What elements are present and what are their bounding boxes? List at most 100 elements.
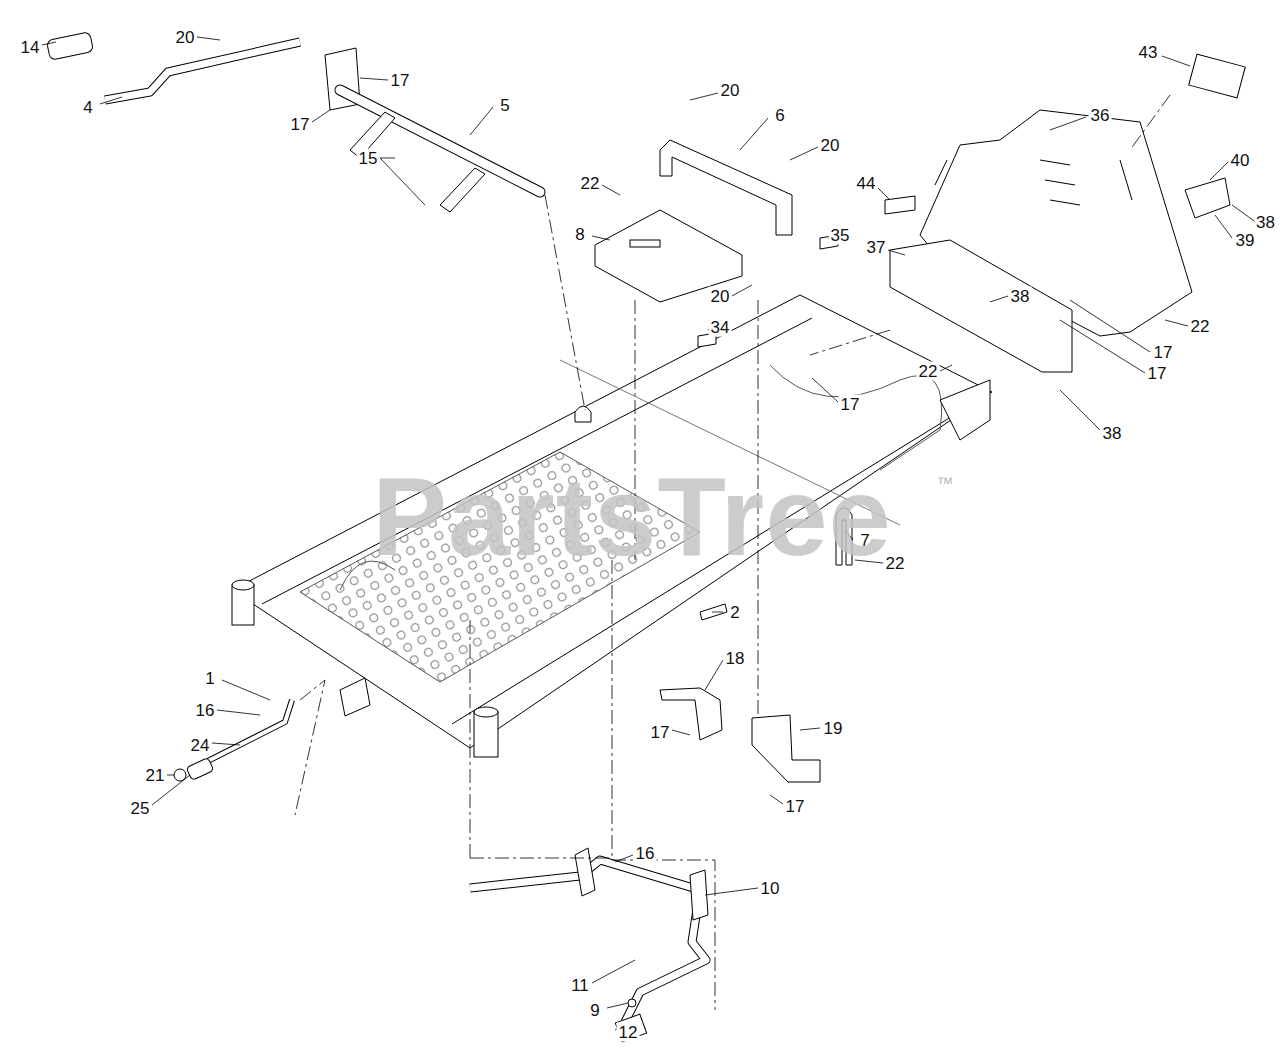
callout-number: 24 — [189, 736, 212, 755]
lever-handle — [615, 1014, 646, 1042]
callout-number: 20 — [709, 287, 732, 306]
callout-number: 17 — [1146, 364, 1169, 383]
callout-number: 43 — [1137, 43, 1160, 62]
leader-line — [705, 888, 758, 895]
rod-end — [186, 758, 214, 781]
plate-slot — [630, 240, 660, 247]
leader-line — [1165, 320, 1188, 326]
bracket — [752, 715, 820, 782]
callout-number: 22 — [917, 362, 940, 381]
front-bracket — [340, 678, 370, 716]
leader-line — [770, 795, 783, 804]
caster-tube — [474, 712, 498, 757]
callout-number: 2 — [728, 603, 741, 622]
rear-rail-end — [940, 380, 990, 440]
callout-number: 22 — [579, 174, 602, 193]
callout-number: 17 — [784, 797, 807, 816]
callout-number: 19 — [822, 719, 845, 738]
callout-number: 40 — [1229, 151, 1252, 170]
callout-number: 10 — [759, 879, 782, 898]
callout-number: 20 — [174, 28, 197, 47]
leader-line — [672, 730, 690, 735]
leader-line — [222, 680, 270, 700]
callout-number: 18 — [724, 649, 747, 668]
brackets — [595, 54, 1245, 782]
leader-line — [888, 250, 905, 255]
mount-plate — [890, 240, 1072, 372]
leader-lines — [42, 37, 1257, 1030]
leader-line — [360, 78, 388, 80]
lever-fill — [105, 42, 300, 100]
callout-number: 36 — [1089, 106, 1112, 125]
shaft — [340, 90, 540, 212]
assembly-line — [295, 680, 325, 815]
assembly-lines — [295, 95, 1170, 1010]
decal — [1189, 54, 1246, 98]
leader-line — [690, 93, 718, 100]
callout-number: 4 — [81, 98, 94, 117]
callout-number: 38 — [1101, 424, 1124, 443]
callout-number: 17 — [839, 395, 862, 414]
lever-grip — [46, 32, 93, 61]
callout-number: 34 — [709, 318, 732, 337]
washer — [628, 999, 636, 1007]
callout-number: 44 — [855, 174, 878, 193]
callout-number: 37 — [865, 238, 888, 257]
leader-line — [592, 960, 635, 983]
shaft-arm — [440, 168, 485, 212]
leader-line — [380, 158, 425, 205]
leader-line — [167, 775, 174, 776]
leader-line — [800, 728, 820, 730]
leader-line — [732, 285, 752, 296]
callout-number: 16 — [634, 844, 657, 863]
leader-line — [470, 107, 493, 135]
shaft-fill — [340, 90, 540, 192]
pivot-mount — [575, 406, 591, 422]
tank-cutout — [770, 365, 942, 470]
callout-number: 16 — [194, 701, 217, 720]
callout-number: 17 — [289, 115, 312, 134]
callout-number: 15 — [357, 149, 380, 168]
leader-line — [1050, 117, 1086, 130]
leader-line — [705, 660, 723, 690]
callout-number: 38 — [1254, 213, 1277, 232]
callout-number: 22 — [1189, 317, 1212, 336]
leader-line — [197, 37, 220, 40]
caster-tube-top — [232, 580, 254, 590]
leader-line — [812, 378, 838, 402]
leader-line — [712, 612, 723, 613]
leader-line — [1070, 300, 1150, 352]
leader-line — [592, 236, 610, 240]
leader-line — [1210, 162, 1228, 180]
callout-number: 20 — [819, 136, 842, 155]
leader-line — [100, 97, 122, 104]
callout-number: 8 — [573, 225, 586, 244]
callout-number: 14 — [19, 38, 42, 57]
leader-line — [42, 42, 56, 45]
callout-number: 17 — [389, 71, 412, 90]
caster-tube-top — [474, 707, 498, 717]
callout-number: 5 — [498, 96, 511, 115]
decal — [885, 196, 915, 214]
assembly-line — [1130, 95, 1170, 150]
assembly-line — [810, 330, 890, 355]
callout-number: 35 — [829, 226, 852, 245]
callout-number: 39 — [1234, 231, 1257, 250]
callout-number: 38 — [1009, 287, 1032, 306]
watermark: PartsTree — [372, 461, 892, 573]
leader-line — [615, 855, 633, 862]
brake-linkage — [174, 700, 292, 781]
leader-line — [1215, 215, 1232, 238]
lever-outline — [105, 42, 300, 100]
callout-number: 20 — [719, 81, 742, 100]
leader-line — [790, 147, 818, 160]
callout-number: 11 — [569, 976, 591, 995]
leader-line — [607, 1003, 628, 1008]
leader-line — [940, 365, 952, 371]
callout-number: 12 — [617, 1023, 640, 1042]
assembly-line — [470, 620, 612, 858]
assembly-line — [612, 560, 715, 1010]
shaft-outline — [340, 90, 540, 192]
callout-number: 25 — [129, 799, 152, 818]
